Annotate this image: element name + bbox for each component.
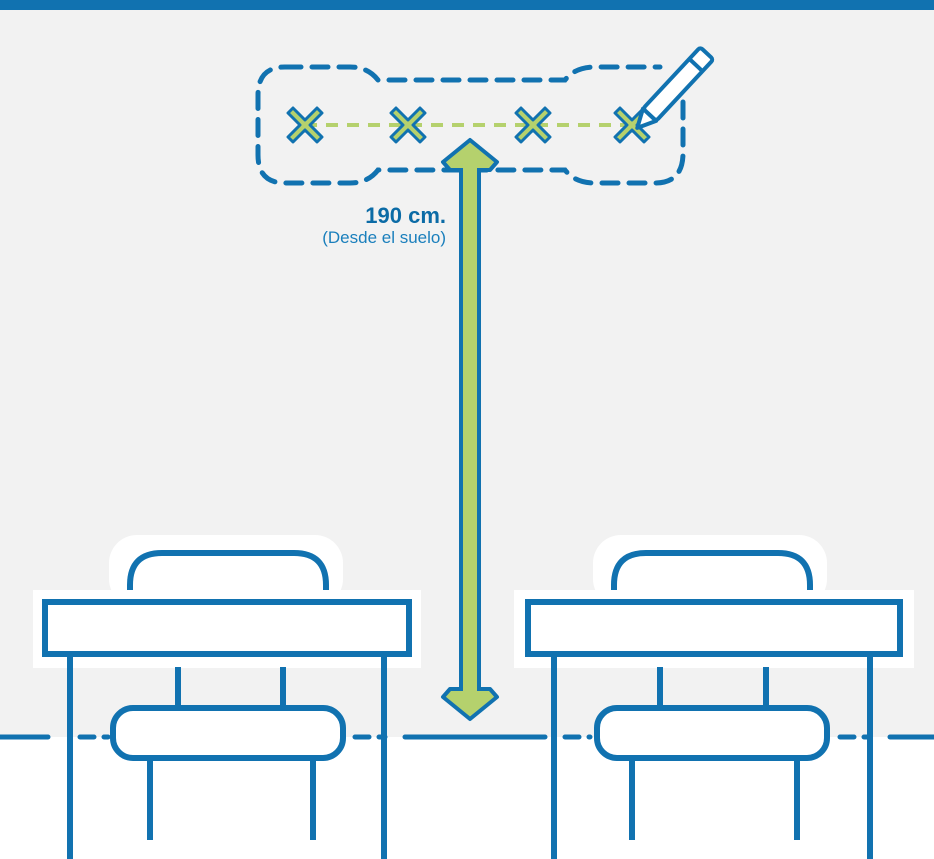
height-reference-note: (Desde el suelo) — [322, 228, 446, 248]
x-mark-icon-2 — [389, 106, 427, 144]
height-value: 190 cm. — [365, 203, 446, 228]
desk-icon-left — [33, 535, 421, 859]
height-measurement-label: 190 cm. (Desde el suelo) — [322, 203, 446, 248]
double-arrow-icon — [441, 138, 499, 721]
x-mark-icon-3 — [514, 106, 552, 144]
pencil-icon — [635, 46, 715, 130]
mark-zone-outline — [255, 64, 686, 186]
x-mark-icon-1 — [286, 106, 324, 144]
desk-icon-right — [514, 535, 914, 859]
top-border — [0, 0, 934, 10]
